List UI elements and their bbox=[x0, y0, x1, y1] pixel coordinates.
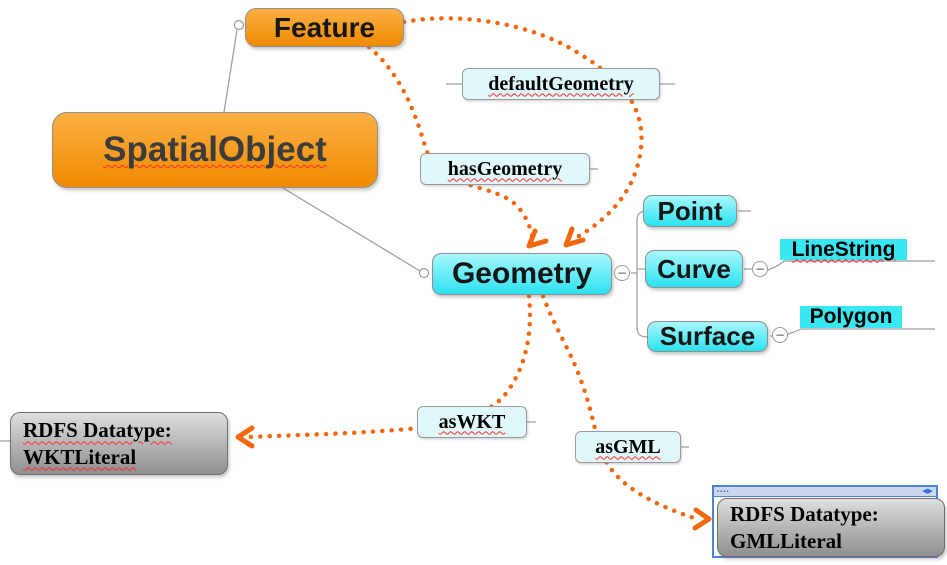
relation-arrowheads bbox=[235, 226, 712, 531]
has-geometry-text: hasGeometry bbox=[447, 157, 563, 180]
as-wkt-text: asWKT bbox=[438, 410, 506, 433]
node-spatial-object[interactable]: SpatialObject bbox=[52, 112, 378, 188]
node-geometry-label: Geometry bbox=[451, 257, 593, 290]
as-gml-text: asGML bbox=[595, 435, 661, 458]
handle-circles bbox=[233, 19, 430, 279]
arrowhead-default-geometry-icon bbox=[563, 226, 586, 248]
node-curve-label: Curve bbox=[657, 253, 731, 284]
geometry-handle-circle-icon bbox=[418, 267, 430, 279]
default-geometry-text: defaultGeometry bbox=[488, 72, 634, 95]
wkt-literal-line2: WKTLiteral bbox=[23, 444, 137, 469]
tree-lines bbox=[0, 29, 935, 448]
node-linestring[interactable]: LineString bbox=[780, 237, 907, 261]
node-point-label: Point bbox=[657, 195, 723, 226]
node-surface-label: Surface bbox=[659, 321, 756, 351]
node-feature[interactable]: Feature bbox=[245, 8, 404, 47]
node-point[interactable]: Point bbox=[643, 195, 737, 227]
node-spatial-object-label: SpatialObject bbox=[103, 130, 327, 169]
arrowhead-as-gml-icon bbox=[692, 507, 712, 531]
collapse-toggle-geometry[interactable]: − bbox=[614, 265, 630, 281]
relation-label-default-geometry[interactable]: defaultGeometry bbox=[462, 68, 660, 100]
wkt-literal-line1: RDFS Datatype: bbox=[23, 418, 172, 443]
relation-label-as-wkt[interactable]: asWKT bbox=[417, 406, 527, 438]
node-feature-label: Feature bbox=[273, 11, 376, 43]
node-geometry[interactable]: Geometry bbox=[432, 253, 612, 295]
node-polygon-label: Polygon bbox=[809, 305, 893, 328]
arrowhead-as-wkt-icon bbox=[235, 425, 255, 449]
node-wkt-literal[interactable]: RDFS Datatype: WKTLiteral bbox=[10, 412, 228, 475]
selection-resize-arrows-icon[interactable]: ◀▶ bbox=[922, 488, 933, 495]
collapse-toggle-surface[interactable]: − bbox=[772, 327, 788, 343]
node-polygon[interactable]: Polygon bbox=[800, 305, 902, 328]
feature-handle-circle-icon bbox=[233, 19, 245, 31]
node-gml-literal[interactable]: RDFS Datatype: GMLLiteral bbox=[717, 498, 945, 557]
selection-drag-dots-icon[interactable]: ▪▪▪▪ bbox=[717, 488, 730, 495]
as-wkt-curve bbox=[245, 293, 533, 440]
relation-label-has-geometry[interactable]: hasGeometry bbox=[420, 153, 590, 185]
node-curve[interactable]: Curve bbox=[645, 250, 743, 288]
gml-literal-line2: GMLLiteral bbox=[730, 528, 842, 553]
relation-label-as-gml[interactable]: asGML bbox=[575, 431, 681, 463]
as-gml-curve bbox=[540, 293, 697, 521]
node-linestring-label: LineString bbox=[791, 237, 896, 261]
gml-literal-line1: RDFS Datatype: bbox=[730, 502, 879, 527]
selection-frame-bar[interactable]: ▪▪▪▪ ◀▶ bbox=[714, 487, 936, 497]
default-geometry-curve bbox=[401, 16, 644, 243]
relation-curves bbox=[245, 16, 697, 521]
selection-frame-gml-literal[interactable]: ▪▪▪▪ ◀▶ RDFS Datatype: GMLLiteral bbox=[712, 485, 945, 558]
arrowhead-has-geometry-icon bbox=[526, 228, 549, 249]
collapse-toggle-curve[interactable]: − bbox=[752, 261, 768, 277]
node-surface[interactable]: Surface bbox=[647, 321, 768, 352]
